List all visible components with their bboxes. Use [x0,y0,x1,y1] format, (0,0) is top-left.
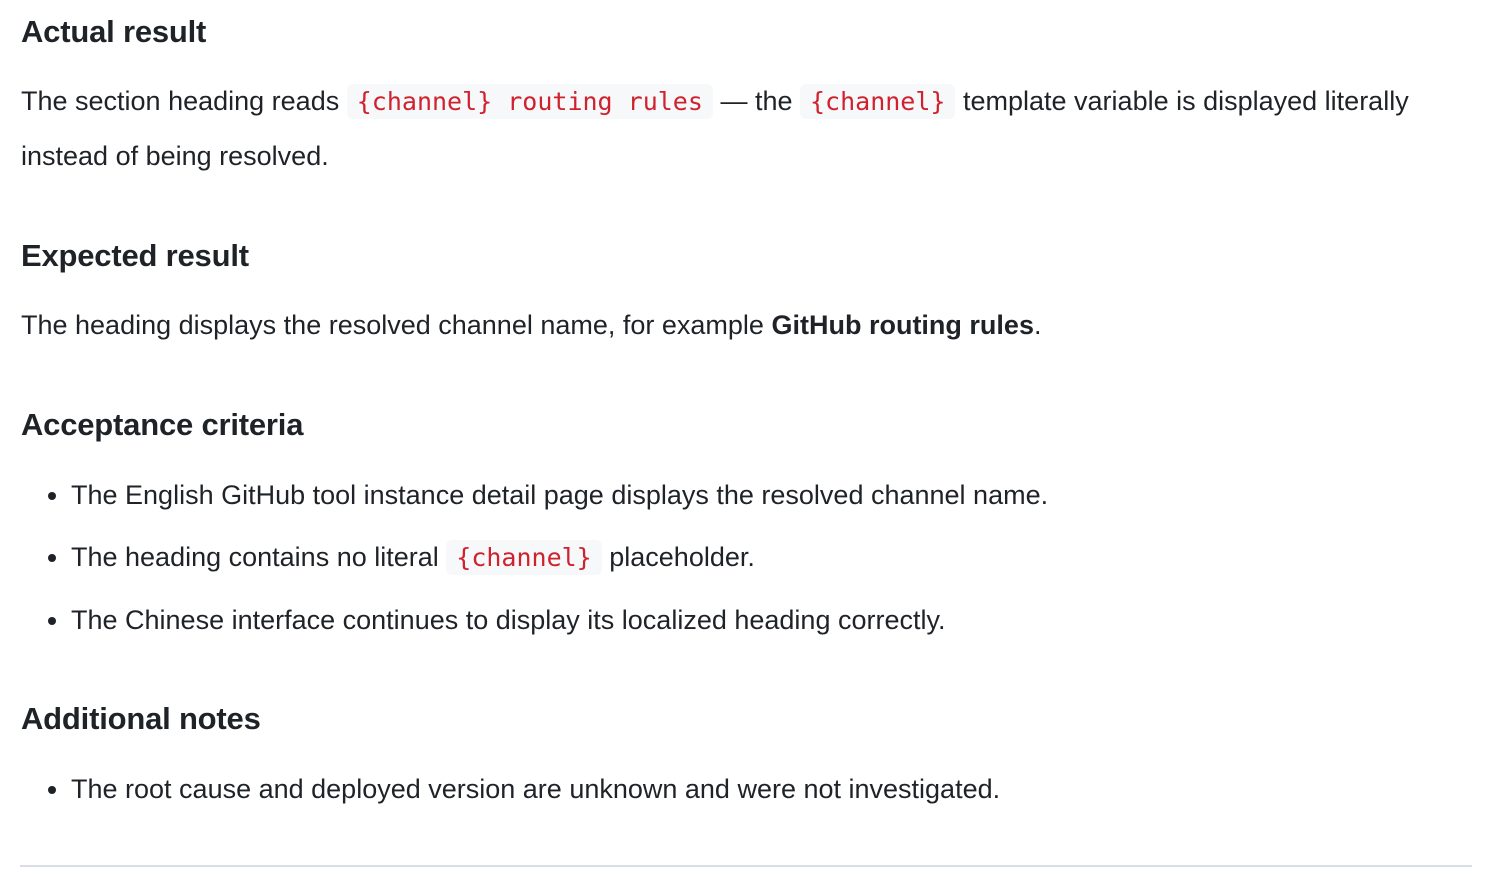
code-channel-routing-rules: {channel} routing rules [346,84,713,119]
criteria-item2-post: placeholder. [609,542,755,572]
list-item: The English GitHub tool instance detail … [71,477,1048,513]
acceptance-criteria-heading: Acceptance criteria [21,407,304,442]
criteria-item2-pre: The heading contains no literal [71,542,439,572]
horizontal-rule [20,865,1472,867]
additional-notes-heading: Additional notes [21,701,261,736]
actual-text-1: The section heading reads [21,86,340,116]
actual-text-3: template variable is displayed literally… [21,86,1409,171]
additional-notes-list: The root cause and deployed version are … [21,771,1000,807]
list-item: The root cause and deployed version are … [71,771,1000,807]
actual-result-text: The section heading reads {channel} rout… [21,74,1441,183]
actual-result-section: Actual result The section heading reads … [21,12,1441,183]
acceptance-criteria-list: The English GitHub tool instance detail … [21,477,1048,638]
actual-result-heading: Actual result [21,14,207,49]
actual-text-2: — the [720,86,793,116]
expected-bold-example: GitHub routing rules [771,310,1034,340]
code-channel: {channel} [800,84,956,119]
expected-text-1: The heading displays the resolved channe… [21,310,764,340]
acceptance-criteria-section: Acceptance criteria The English GitHub t… [21,405,1048,638]
expected-result-text: The heading displays the resolved channe… [21,298,1041,352]
expected-text-2: . [1033,310,1042,340]
list-item: The Chinese interface continues to displ… [71,602,1048,638]
list-item: The heading contains no literal {channel… [71,539,1048,576]
expected-result-heading: Expected result [21,238,249,273]
additional-notes-section: Additional notes The root cause and depl… [21,699,1000,807]
code-channel-placeholder: {channel} [446,540,602,575]
expected-result-section: Expected result The heading displays the… [21,236,1041,352]
